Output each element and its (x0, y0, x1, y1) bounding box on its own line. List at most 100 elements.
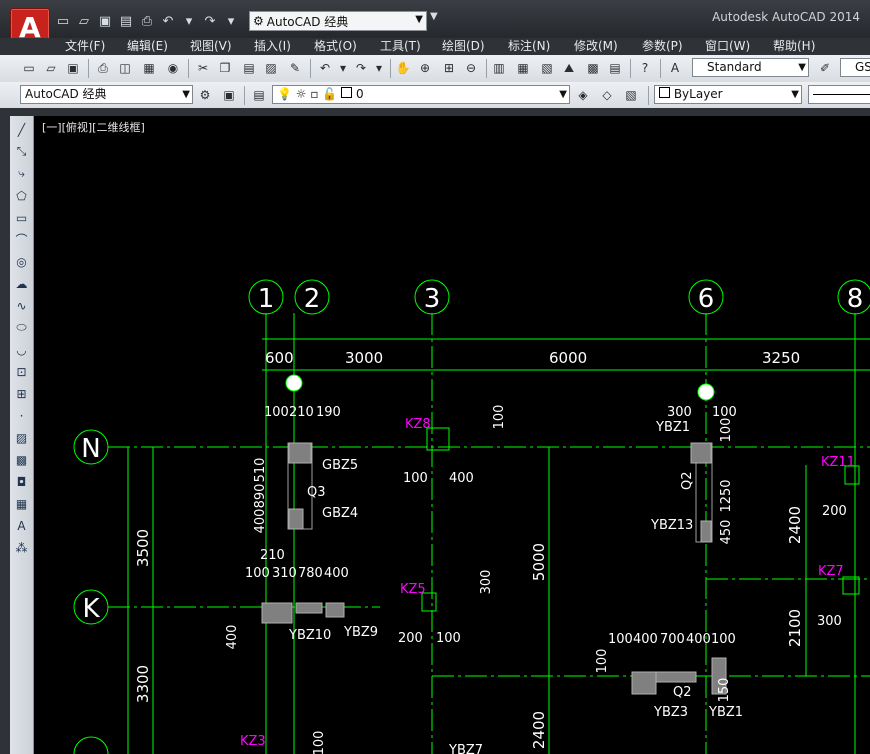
dim-local-100h: 100 (608, 632, 633, 647)
layer-state-icon[interactable]: ▧ (625, 88, 637, 102)
new-file-icon[interactable]: ▭ (56, 13, 70, 29)
undo-dropdown-icon[interactable]: ▾ (339, 61, 347, 75)
hatch-icon[interactable]: ▨ (15, 430, 28, 445)
add-selected-icon[interactable]: ⁂ (15, 540, 28, 555)
dim-local-100g: 100 (719, 418, 734, 443)
print-icon[interactable]: ⎙ (141, 13, 153, 29)
gradient-icon[interactable]: ▩ (15, 452, 28, 467)
dim-local-100b: 100 (245, 566, 270, 581)
insert-block-icon[interactable]: ⊡ (16, 364, 27, 379)
sheet-set-icon[interactable]: ⛰ (563, 60, 575, 75)
region-icon[interactable]: ◘ (16, 474, 27, 489)
help-icon[interactable]: ? (641, 61, 649, 75)
open-file-icon[interactable]: ▱ (79, 13, 89, 29)
text-style-icon[interactable]: A (670, 61, 680, 75)
menu-file[interactable]: 文件(F) (65, 39, 106, 53)
properties-icon[interactable]: ▥ (493, 61, 505, 75)
undo-icon[interactable]: ↶ (162, 13, 174, 29)
make-block-icon[interactable]: ⊞ (16, 386, 27, 401)
tag-Q3: Q3 (307, 485, 326, 500)
drawing-canvas[interactable]: [一][俯视][二维线框] (34, 116, 870, 754)
layer-properties-icon[interactable]: ▤ (253, 88, 265, 102)
plot-preview-icon[interactable]: ◫ (119, 61, 131, 75)
chevron-down-icon: ▼ (182, 89, 190, 100)
viewport-label[interactable]: [一][俯视][二维线框] (42, 121, 145, 134)
redo-dropdown-icon[interactable]: ▾ (227, 13, 235, 29)
color-select[interactable]: ByLayer ▼ (654, 85, 802, 104)
wall-fill-Q2-horizontal (655, 671, 697, 683)
ellipse-arc-icon[interactable]: ◡ (16, 342, 27, 357)
menu-tools[interactable]: 工具(T) (380, 39, 421, 53)
undo-icon[interactable]: ↶ (319, 61, 331, 75)
polyline-icon[interactable]: ⤷ (18, 166, 25, 180)
rectangle-icon[interactable]: ▭ (15, 210, 28, 225)
circle-icon[interactable]: ◎ (16, 254, 27, 269)
line-icon[interactable]: ╱ (17, 122, 26, 137)
tag-YBZ3: YBZ3 (653, 705, 688, 720)
redo-icon[interactable]: ↷ (204, 13, 216, 29)
construction-line-icon[interactable]: ⤡ (16, 144, 27, 158)
customize-qat-icon[interactable]: ▼ (430, 11, 438, 22)
workspace-combo[interactable]: AutoCAD 经典 ▼ (20, 85, 193, 104)
linetype-select[interactable] (808, 85, 870, 104)
redo-icon[interactable]: ↷ (355, 61, 367, 75)
spline-icon[interactable]: ∿ (16, 298, 27, 313)
menu-modify[interactable]: 修改(M) (574, 39, 618, 53)
dim-top-0: 600 (265, 349, 294, 367)
menu-insert[interactable]: 插入(I) (254, 39, 291, 53)
dim-style-icon[interactable]: ✐ (819, 61, 831, 75)
match-properties-icon[interactable]: ▨ (265, 61, 277, 75)
customize-icon[interactable]: ▣ (223, 88, 235, 102)
table-icon[interactable]: ▦ (15, 496, 28, 511)
tag-YBZ1-bottom: YBZ1 (708, 705, 743, 720)
menu-edit[interactable]: 编辑(E) (127, 39, 168, 53)
make-current-layer-icon[interactable]: ◈ (578, 88, 588, 102)
dim-top-1: 3000 (345, 349, 383, 367)
multiline-text-icon[interactable]: A (17, 518, 26, 533)
design-center-icon[interactable]: ▦ (517, 61, 529, 75)
workspace-settings-icon[interactable]: ⚙ (199, 88, 211, 102)
plot-icon[interactable]: ⎙ (98, 60, 108, 75)
layer-previous-icon[interactable]: ◇ (602, 88, 612, 102)
zoom-previous-icon[interactable]: ⊖ (465, 61, 477, 75)
copy-icon[interactable]: ❐ (219, 61, 231, 75)
save-icon[interactable]: ▣ (98, 13, 112, 29)
menu-dimension[interactable]: 标注(N) (508, 39, 551, 53)
pan-icon[interactable]: ✋ (395, 61, 411, 75)
axis-label-1: 1 (258, 284, 275, 314)
ellipse-icon[interactable]: ⬭ (16, 320, 27, 334)
menu-parametric[interactable]: 参数(P) (642, 39, 683, 53)
3d-dwf-icon[interactable]: ◉ (167, 61, 179, 75)
cut-icon[interactable]: ✂ (197, 61, 209, 75)
menu-draw[interactable]: 绘图(D) (442, 39, 485, 53)
menu-view[interactable]: 视图(V) (190, 39, 232, 53)
save-as-icon[interactable]: ▤ (119, 13, 133, 29)
text-style-select[interactable]: Standard ▼ (692, 58, 809, 77)
menu-format[interactable]: 格式(O) (314, 39, 357, 53)
block-editor-icon[interactable]: ✎ (289, 61, 301, 75)
polygon-icon[interactable]: ⬠ (16, 188, 27, 203)
markup-icon[interactable]: ▩ (587, 61, 599, 75)
tool-palettes-icon[interactable]: ▧ (541, 61, 553, 75)
calculator-icon[interactable]: ▤ (609, 61, 621, 75)
zoom-realtime-icon[interactable]: ⊕ (419, 61, 431, 75)
point-icon[interactable]: · (19, 408, 24, 423)
paste-icon[interactable]: ▤ (243, 61, 255, 75)
axis-bubble-2 (294, 279, 330, 315)
menu-window[interactable]: 窗口(W) (705, 39, 751, 53)
qnew-icon[interactable]: ▭ (23, 61, 35, 75)
workspace-select[interactable]: ⚙ AutoCAD 经典 ▼ (249, 11, 427, 31)
redo-dropdown-icon[interactable]: ▾ (375, 61, 383, 75)
save-icon[interactable]: ▣ (67, 61, 79, 75)
open-icon[interactable]: ▱ (46, 61, 56, 75)
undo-dropdown-icon[interactable]: ▾ (185, 13, 193, 29)
zoom-window-icon[interactable]: ⊞ (443, 61, 455, 75)
arc-icon[interactable]: ⌒ (15, 233, 28, 247)
menu-help[interactable]: 帮助(H) (773, 39, 816, 53)
tag-YBZ1-top: YBZ1 (655, 420, 690, 435)
layer-select[interactable]: 💡 ☼ ▫ 🔓 0 ▼ (272, 85, 570, 104)
dim-style-select[interactable]: GS (840, 58, 870, 77)
revision-cloud-icon[interactable]: ☁ (15, 276, 28, 291)
column-KZ7 (842, 576, 860, 595)
publish-icon[interactable]: ▦ (143, 61, 155, 75)
